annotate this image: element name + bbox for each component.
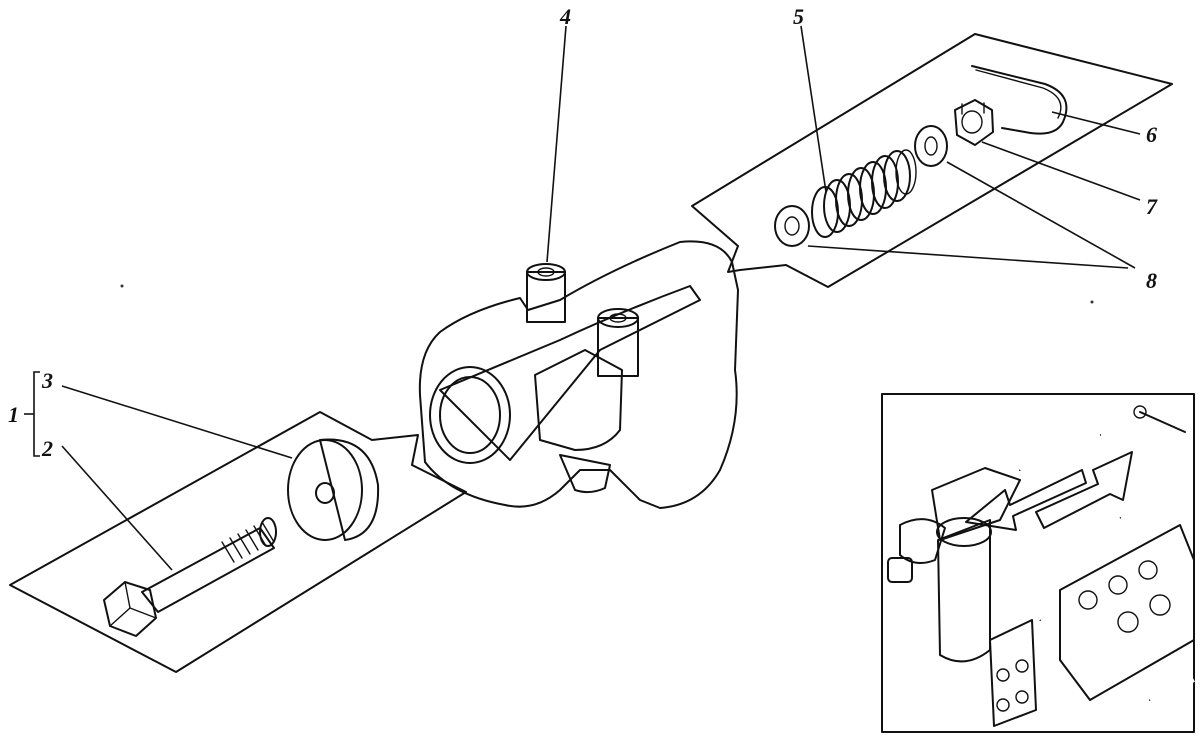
scan-speck <box>120 284 124 288</box>
castle-nut <box>954 99 994 146</box>
callout-6: 6 <box>1146 122 1157 147</box>
callout-8: 8 <box>1146 268 1157 293</box>
washer-left <box>774 205 810 247</box>
callout-labels: 4 5 6 7 8 1 3 2 <box>8 4 1158 461</box>
installation-inset <box>881 393 1195 733</box>
cotter-pin <box>971 65 1068 135</box>
washer-right <box>914 125 948 167</box>
location-arrow-icon <box>965 469 1087 531</box>
gasket <box>287 438 380 541</box>
scan-speck <box>1090 300 1094 304</box>
leader-lines <box>24 25 1141 571</box>
housing-boss-right <box>597 308 639 377</box>
filter-housing <box>418 240 739 509</box>
callout-7: 7 <box>1146 194 1158 219</box>
callout-5: 5 <box>793 4 804 29</box>
spring <box>811 149 917 238</box>
callout-3: 3 <box>41 368 53 393</box>
housing-boss-left <box>526 263 566 323</box>
bolt <box>103 517 277 637</box>
lower-parts-panel <box>9 411 467 673</box>
callout-1: 1 <box>8 402 19 427</box>
callout-2: 2 <box>41 436 53 461</box>
location-arrow-icon <box>1035 451 1133 529</box>
callout-4: 4 <box>559 4 571 29</box>
upper-parts-panel <box>691 33 1173 288</box>
